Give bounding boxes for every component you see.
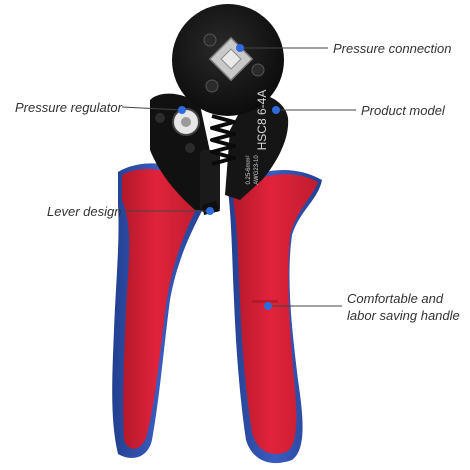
marker-pressure-regulator	[178, 106, 186, 114]
lever-link	[200, 150, 220, 212]
side-marking-awg: AWG23-10	[254, 155, 260, 185]
return-spring	[210, 114, 236, 166]
label-comfortable-handle: Comfortable and labor saving handle	[347, 290, 467, 324]
square-crimp-die-inner	[220, 48, 242, 70]
left-handle	[112, 163, 205, 458]
right-handle-red-cover	[232, 174, 318, 454]
regulator-screw-b	[185, 143, 195, 153]
pivot-bolt-top	[203, 33, 217, 47]
label-comfortable-handle-line1: Comfortable and	[347, 291, 444, 306]
leader-pressure-regulator	[121, 106, 183, 111]
adjustment-wheel-center	[181, 117, 191, 127]
side-marking-size: 0.25-6mm²	[246, 155, 252, 184]
marker-comfortable-handle	[264, 302, 272, 310]
leader-lines	[121, 47, 356, 307]
label-product-model: Product model	[361, 103, 445, 118]
marker-product-model	[272, 106, 280, 114]
right-handle	[228, 169, 322, 464]
pivot-bolt-right	[251, 63, 265, 77]
marker-lever-design	[206, 207, 214, 215]
label-pressure-regulator: Pressure regulator	[15, 100, 122, 115]
label-pressure-connection: Pressure connection	[333, 41, 452, 56]
right-handle-seam	[252, 300, 278, 303]
callout-markers	[178, 44, 280, 310]
regulator-screw-a	[155, 113, 165, 123]
left-handle-red-cover	[122, 168, 198, 449]
label-comfortable-handle-line2: labor saving handle	[347, 308, 460, 323]
pivot-bolt-bottom	[205, 79, 219, 93]
marker-pressure-connection	[236, 44, 244, 52]
label-lever-design: Lever design	[47, 204, 122, 219]
model-marking: HSC8 6-4A	[255, 90, 269, 151]
jaw-arm-right	[225, 94, 289, 200]
